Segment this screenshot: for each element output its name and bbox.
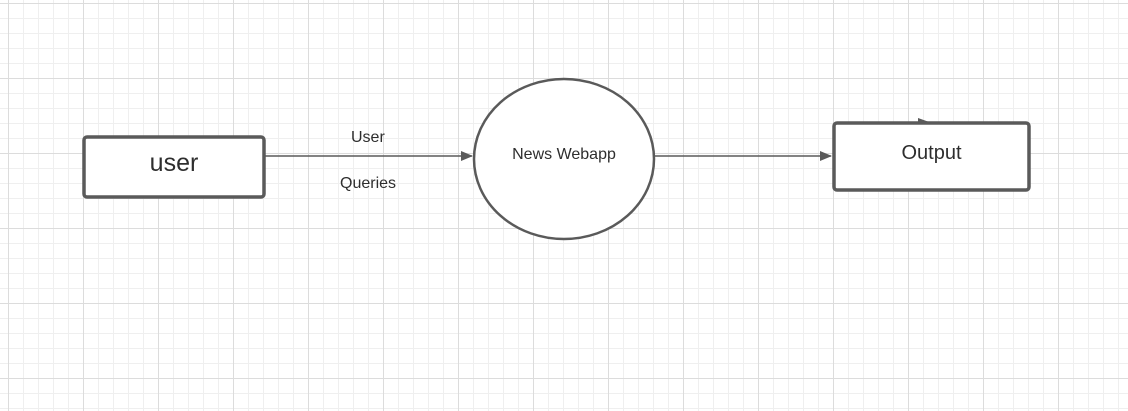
- user-entity-box[interactable]: [82, 135, 266, 199]
- edge-label-queries: Queries: [340, 175, 397, 192]
- output-entity-label: Output: [901, 141, 962, 164]
- webapp-process-label: News Webapp: [512, 146, 616, 163]
- webapp-process-circle[interactable]: [472, 77, 656, 241]
- edge-label-user: User: [351, 129, 385, 146]
- output-top-arrow-marker: [918, 118, 932, 124]
- user-entity-label: user: [149, 149, 199, 177]
